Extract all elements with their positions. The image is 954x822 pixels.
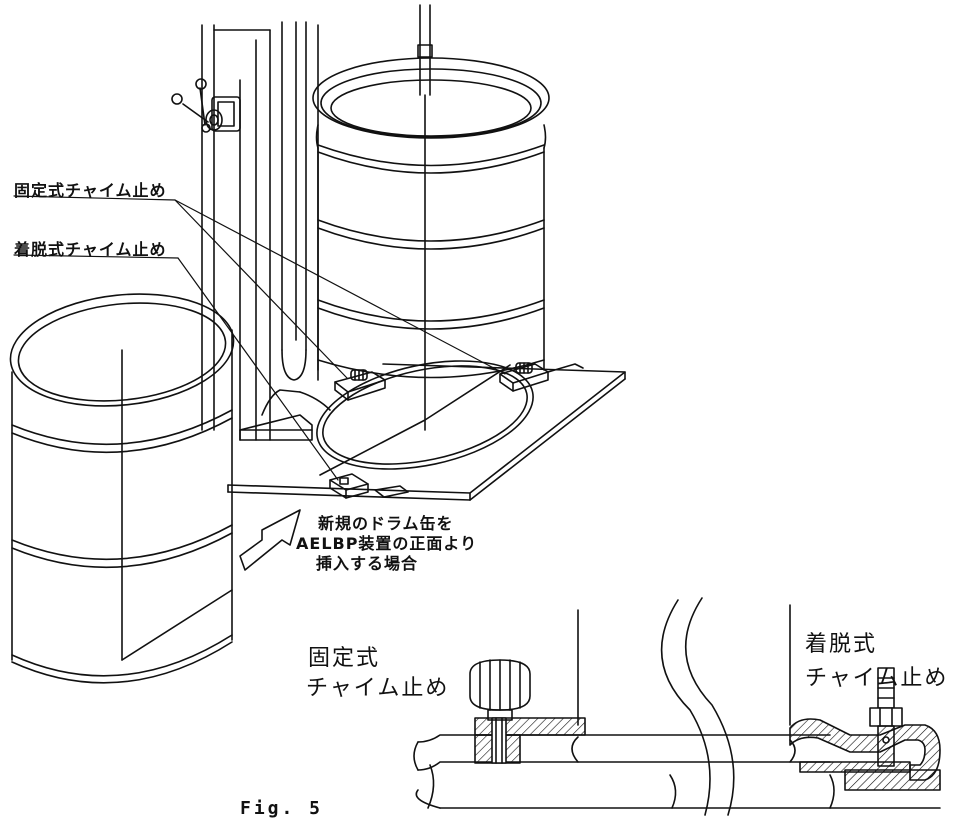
label-detail-removable-line2: チャイム止め xyxy=(805,666,949,691)
fixed-chime-stop-right xyxy=(500,363,583,391)
machine-column xyxy=(202,22,330,440)
figure-caption: Fig. 5 xyxy=(240,798,324,819)
insert-direction-arrow xyxy=(240,510,300,570)
label-detail-fixed-line2: チャイム止め xyxy=(306,676,450,701)
leader-lines xyxy=(14,196,505,480)
label-insert-note-line1: 新規のドラム缶を xyxy=(318,514,454,533)
label-insert-note-line2: AELBP装置の正面より xyxy=(296,534,478,553)
label-detail-removable-line1: 着脱式 xyxy=(805,632,878,657)
cross-section-detail xyxy=(414,598,940,815)
label-fixed-chime-stop: 固定式チャイム止め xyxy=(14,181,167,200)
valve-handle-assembly xyxy=(172,79,240,132)
drum-being-inserted xyxy=(5,284,239,683)
label-removable-chime-stop: 着脱式チャイム止め xyxy=(14,240,167,259)
drum-on-platform xyxy=(313,58,549,378)
removable-chime-stop xyxy=(330,474,408,498)
label-detail-fixed-line1: 固定式 xyxy=(308,646,381,671)
label-insert-note-line3: 挿入する場合 xyxy=(316,554,419,573)
fixed-chime-stop-left xyxy=(335,370,385,400)
